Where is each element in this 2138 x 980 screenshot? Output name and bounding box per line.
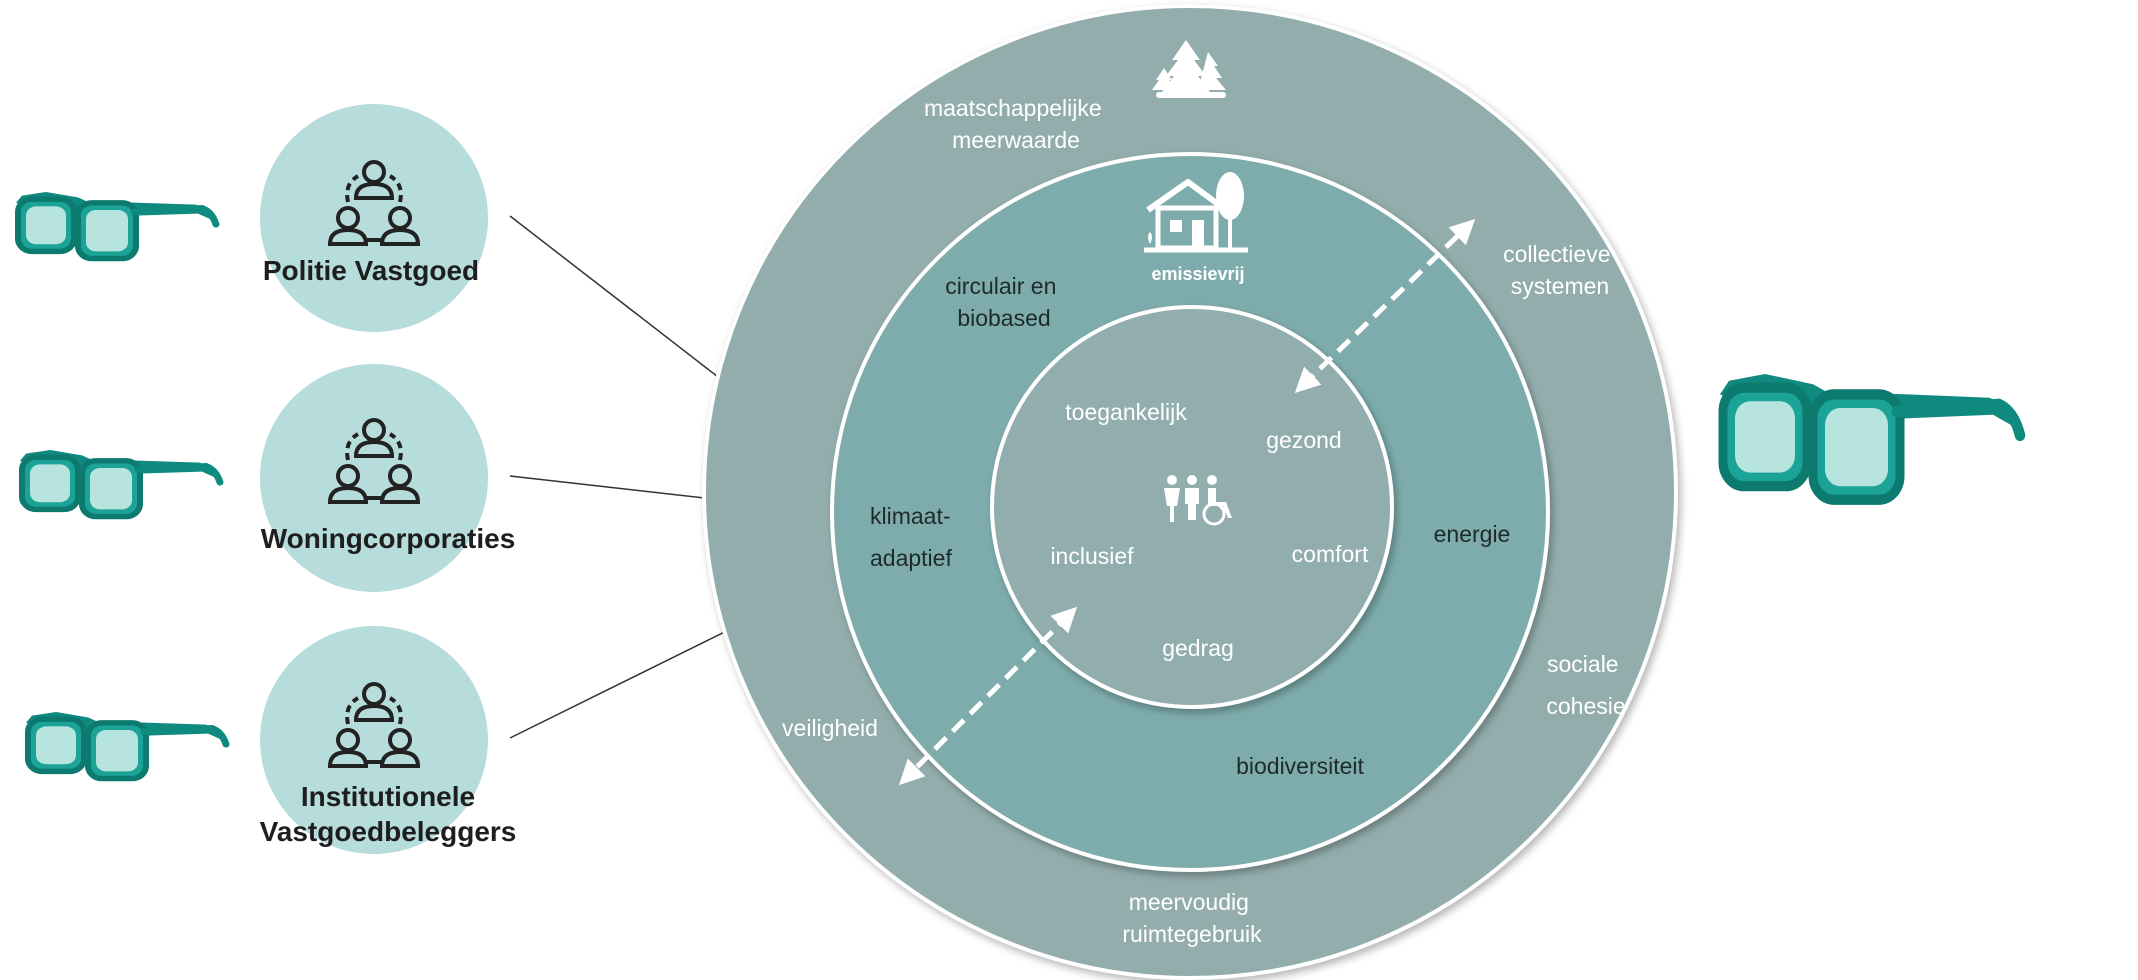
outer-ring-border [702, 4, 1678, 980]
teal-glasses-icon [16, 192, 216, 259]
stakeholder-woningcorporaties: Woningcorporaties [260, 364, 515, 592]
label-maatschappelijke-meerwaarde: maatschappelijke meerwaarde [924, 95, 1108, 153]
label-veiligheid: veiligheid [782, 715, 878, 741]
label-sociale-cohesie: sociale cohesie [1546, 651, 1625, 719]
stakeholder-name: Vastgoedbeleggers [260, 816, 517, 847]
label-gezond: gezond [1266, 427, 1341, 453]
stakeholder-name: Politie Vastgoed [263, 255, 479, 286]
double-arrow-bottom-left [898, 606, 1078, 786]
stakeholder-politie-vastgoed: Politie Vastgoed [260, 104, 488, 332]
label-toegankelijk: toegankelijk [1065, 399, 1187, 425]
people-wheelchair-icon [1164, 475, 1232, 526]
label-gedrag: gedrag [1162, 635, 1234, 661]
label-biodiversiteit: biodiversiteit [1236, 753, 1364, 779]
trees-icon [1152, 40, 1226, 98]
label-comfort: comfort [1292, 541, 1369, 567]
teal-glasses-icon [20, 450, 220, 517]
house-tree-icon [1144, 172, 1248, 253]
label-meervoudig-ruimtegebruik: meervoudig ruimtegebruik [1122, 889, 1262, 947]
stakeholder-name: Institutionele [301, 781, 475, 812]
label-inclusief: inclusief [1050, 543, 1134, 569]
stakeholder-name: Woningcorporaties [261, 523, 516, 554]
teal-glasses-icon [26, 712, 226, 779]
teal-glasses-icon [1720, 374, 2020, 500]
label-circulair-biobased: circulair en biobased [945, 273, 1063, 331]
stakeholder-institutionele-vastgoedbeleggers: Institutionele Vastgoedbeleggers [260, 626, 517, 854]
label-collectieve-systemen: collectieve systemen [1503, 241, 1617, 299]
label-energie: energie [1434, 521, 1511, 547]
label-klimaat-adaptief: klimaat- adaptief [870, 503, 957, 571]
house-icon-caption: emissievrij [1151, 264, 1244, 284]
double-arrow-top-right [1294, 219, 1476, 393]
